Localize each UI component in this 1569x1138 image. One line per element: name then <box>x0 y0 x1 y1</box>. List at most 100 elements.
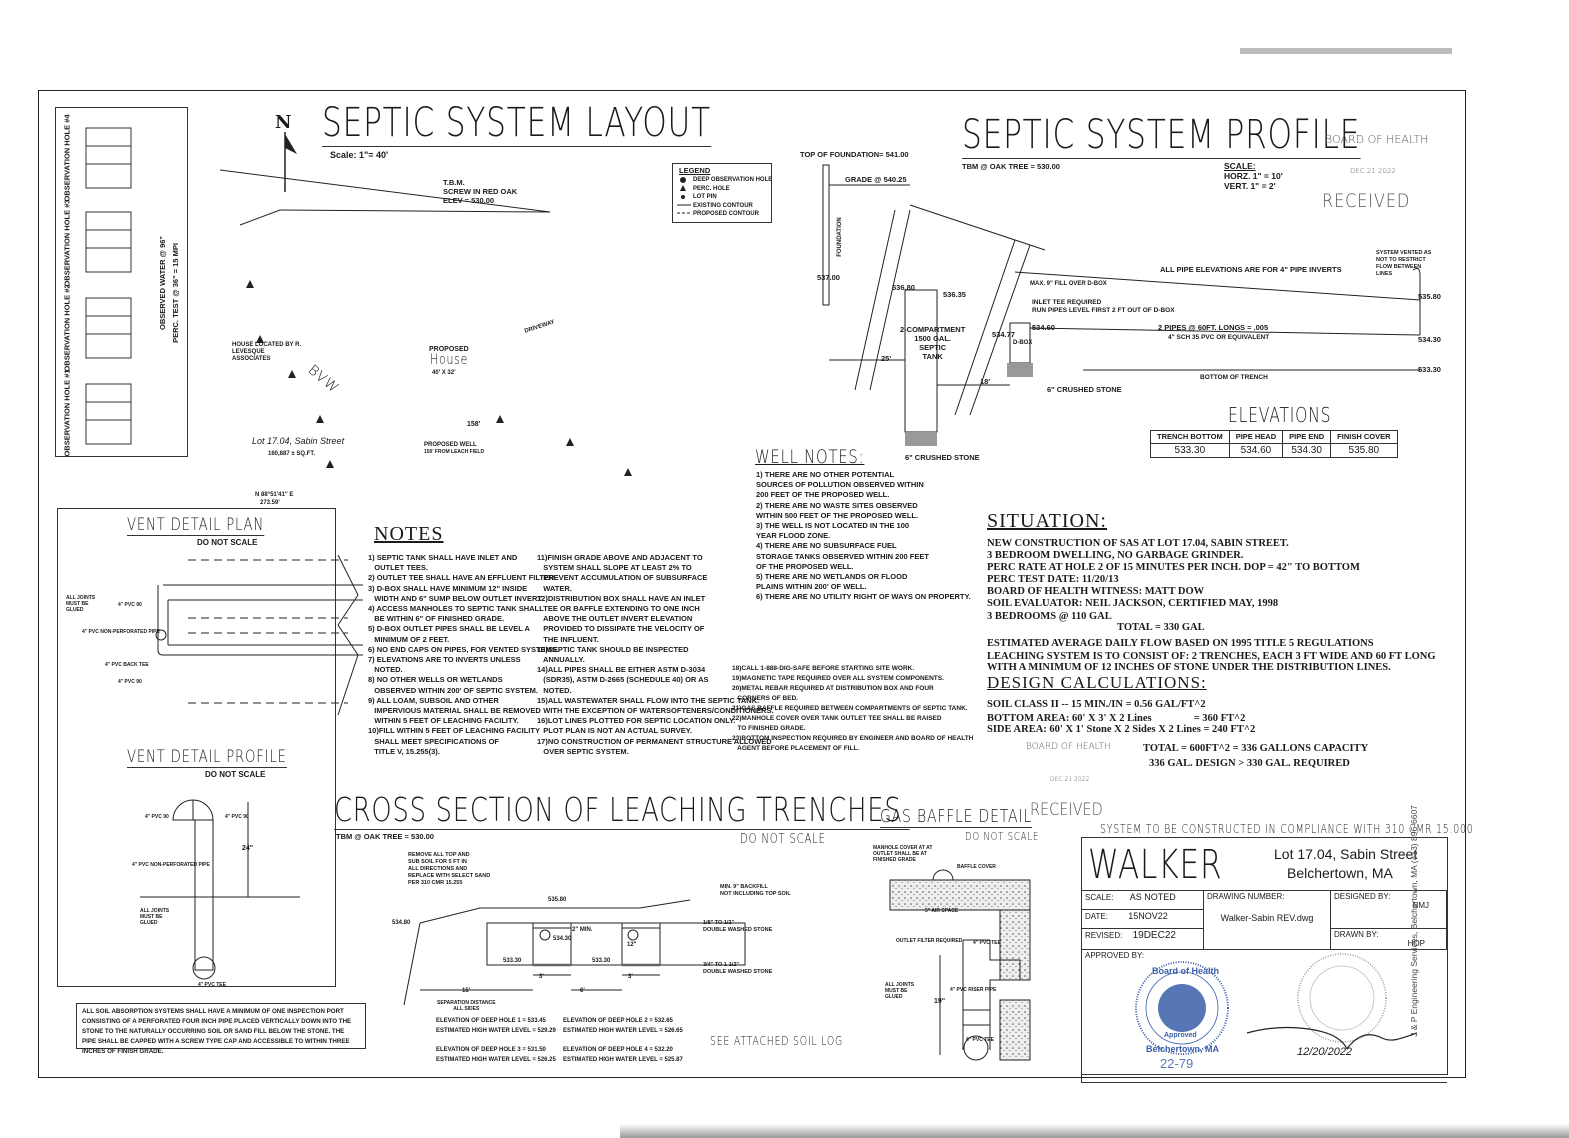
date-label: DATE: <box>1085 912 1108 921</box>
legend-perc-hole: PERC. HOLE <box>693 185 730 192</box>
drawing-number-label: DRAWING NUMBER: <box>1207 892 1285 901</box>
baffle-cover-label: BAFFLE COVER <box>957 864 996 870</box>
inspection-port-note: ALL SOIL ABSORPTION SYSTEMS SHALL HAVE A… <box>82 1008 352 1055</box>
value-pipe-end: 534.30 <box>1282 443 1332 458</box>
elevations-header-row: TRENCH BOTTOM PIPE HEAD PIPE END FINISH … <box>1150 430 1398 444</box>
situation-lines: NEW CONSTRUCTION OF SAS AT LOT 17.04, SA… <box>987 538 1360 610</box>
stone-note-1: 1/8" TO 1/2" DOUBLE WASHED STONE <box>703 920 773 933</box>
bearing-bottom: N 88°51'41" E <box>255 492 294 498</box>
note-item: 22)MANHOLE COVER OVER TANK OUTLET TEE SH… <box>732 715 942 732</box>
vent-profile-label: 4" PVC TEE <box>198 982 226 988</box>
elev-bottom-2: 533.30 <box>592 958 611 964</box>
layout-scale: Scale: 1"= 40' <box>330 150 389 160</box>
well-note-item: 4) THERE ARE NO SUBSURFACE FUEL STORAGE … <box>756 541 929 571</box>
dbox-crushed-stone: 6" CRUSHED STONE <box>1047 385 1122 394</box>
soil-class-line: SOIL CLASS II -- 15 MIN./IN = 0.56 GAL/F… <box>987 699 1206 710</box>
legend-deep-hole: DEEP OBSERVATION HOLE <box>693 177 773 183</box>
foundation-label: FOUNDATION <box>836 217 843 257</box>
trench-cross-section-drawing <box>403 899 746 1006</box>
vent-plan-joints-label: ALL JOINTS MUST BE GLUED <box>66 595 96 613</box>
vent-profile-dim: 24" <box>242 845 254 852</box>
scale-value: AS NOTED <box>1129 892 1176 902</box>
pipes-note: 2 PIPES @ 60ft. LONG <box>1158 323 1241 332</box>
vent-plan-label: 4" PVC 90 <box>118 602 142 608</box>
note-item: 21)GAS BAFFLE REQUIRED BETWEEN COMPARTME… <box>732 705 968 712</box>
date-value: 15NOV22 <box>1128 911 1168 921</box>
slope-note: S = .005 <box>1240 323 1269 332</box>
design-check-line: 336 GAL. DESIGN > 330 GAL. REQUIRED <box>1149 758 1350 769</box>
tbm-label-1: T.B.M. <box>443 178 465 187</box>
septic-tank-label: 2-COMPARTMENT 1500 GAL. SEPTIC TANK <box>900 325 966 361</box>
situation-line: PERC RATE AT HOLE 2 OF 15 MINUTES PER IN… <box>987 562 1360 573</box>
bedrooms-line: 3 BEDROOMS @ 110 GAL <box>987 611 1112 622</box>
title-block: WALKER Lot 17.04, Sabin Street Belcherto… <box>1081 837 1448 1083</box>
vent-profile-label: 4" PVC NON-PERFORATED PIPE <box>132 862 210 868</box>
note-item: 18)CALL 1-888-DIG-SAFE BEFORE STARTING S… <box>732 665 915 672</box>
designed-by-value: NMJ <box>1412 901 1429 910</box>
elevations-table: TRENCH BOTTOM PIPE HEAD PIPE END FINISH … <box>1150 430 1398 458</box>
end-elev-finish: 535.80 <box>1418 292 1441 301</box>
received-stamp: RECEIVED <box>1322 190 1411 212</box>
well-note-item: 3) THE WELL IS NOT LOCATED IN THE 100 YE… <box>756 521 910 541</box>
legend-box: LEGEND DEEP OBSERVATION HOLE PERC. HOLE … <box>672 163 772 223</box>
baffle-dim: 19" <box>934 998 946 1005</box>
title-block-table: SCALE: AS NOTED DRAWING NUMBER:Walker-Sa… <box>1081 890 1447 1083</box>
situation-line: 3 BEDROOM DWELLING, NO GARBAGE GRINDER. <box>987 550 1244 561</box>
run-pipes-note: RUN PIPES LEVEL FIRST 2 FT OUT OF D-BOX <box>1032 307 1175 314</box>
profile-tbm: TBM @ OAK TREE = 530.00 <box>962 162 1060 171</box>
stamp-date: DEC 21 2022 <box>1350 167 1396 175</box>
house-label: House <box>430 352 469 368</box>
dist-18: 18' <box>980 377 991 386</box>
engineer-seal <box>1297 953 1387 1043</box>
vent-detail-panel <box>57 508 336 987</box>
note-item: 12)DISTRIBUTION BOX SHALL HAVE AN INLET … <box>537 593 706 644</box>
all-pipe-note: ALL PIPE ELEVATIONS ARE FOR 4" PIPE INVE… <box>1160 265 1342 274</box>
note-item: 4) ACCESS MANHOLES TO SEPTIC TANK SHALL … <box>368 604 544 624</box>
note-item: 11)FINISH GRADE ABOVE AND ADJACENT TO SY… <box>537 553 708 593</box>
max-fill-note: MAX. 9" FILL OVER D-BOX <box>1030 281 1107 287</box>
profile-title: SEPTIC SYSTEM PROFILE <box>962 112 1361 159</box>
situation-line: BOARD OF HEALTH WITNESS: MATT DOW <box>987 586 1205 597</box>
profile-scale-vert: VERT. 1" = 2' <box>1224 181 1276 191</box>
note-item: 13)SEPTIC TANK SHOULD BE INSPECTED ANNUA… <box>537 644 689 665</box>
firm-credit: J & P Engineering Services, Belchertown,… <box>1408 805 1419 1037</box>
tank-crushed-stone: 6" CRUSHED STONE <box>905 453 980 462</box>
deep-hole-4: ELEVATION OF DEEP HOLE 4 = 532.20 ESTIMA… <box>563 1047 683 1063</box>
deep-hole-3: ELEVATION OF DEEP HOLE 3 = 531.50 ESTIMA… <box>436 1047 556 1063</box>
inlet-tee-note: INLET TEE REQUIRED <box>1032 299 1102 306</box>
situation-title: SITUATION: <box>987 510 1107 532</box>
scan-edge-bottom <box>620 1124 1569 1138</box>
well-distance: 158' <box>467 421 481 428</box>
vent-profile-label: 4" PVC 90 <box>225 814 249 820</box>
location-line-2: Belchertown, MA <box>1287 865 1393 881</box>
top-of-foundation: TOP OF FOUNDATION= 541.00 <box>800 150 909 159</box>
pvc-tee-bottom-label: 4" PVC TEE <box>966 1037 994 1043</box>
end-elev-trench: 533.30 <box>1418 365 1441 374</box>
vent-profile-joints: ALL JOINTS MUST BE GLUED <box>140 908 170 926</box>
designed-by-label: DESIGNED BY: <box>1334 892 1391 901</box>
dim-width-1: 3' <box>539 974 544 980</box>
compliance-note: SYSTEM TO BE CONSTRUCTED IN COMPLIANCE W… <box>1100 822 1474 836</box>
note-item: 3) D-BOX SHALL HAVE MINIMUM 12" INSIDE W… <box>368 583 544 603</box>
vent-profile-dns: DO NOT SCALE <box>205 770 266 779</box>
house-located-note: HOUSE LOCATED BY R. LEVESQUE ASSOCIATES <box>232 342 302 362</box>
vent-plan-label: 4" PVC NON-PERFORATED PIPE <box>82 629 160 635</box>
remove-soil-note: REMOVE ALL TOP AND SUB SOIL FOR 5 FT IN … <box>408 852 491 886</box>
cross-section-title: CROSS SECTION OF LEACHING TRENCHES <box>334 790 910 830</box>
drawn-by-label: DRAWN BY: <box>1334 930 1379 939</box>
note-item: 16)LOT LINES PLOTTED FOR SEPTIC LOCATION… <box>537 716 736 736</box>
elev-left: 534.80 <box>392 920 411 926</box>
note-item: 5) D-BOX OUTLET PIPES SHALL BE LEVEL A M… <box>368 624 530 644</box>
lot-label: Lot 17.04, Sabin Street <box>252 436 345 446</box>
board-of-health-seal <box>1135 961 1229 1055</box>
vent-profile-title: VENT DETAIL PROFILE <box>127 747 287 768</box>
legend-lot-pin: LOT PIN <box>693 194 717 200</box>
stamp-date-2: DEC 21 2022 <box>1050 776 1090 783</box>
situation-line: PERC TEST DATE: 11/20/13 <box>987 574 1119 585</box>
vent-plan-drawing <box>155 554 363 716</box>
revised-label: REVISED: <box>1085 931 1123 940</box>
tbm-label-2: SCREW IN RED OAK <box>443 187 518 196</box>
vent-profile-drawing <box>140 799 300 980</box>
pvc-tee-label: 4" PVC TEE <box>973 940 1001 946</box>
well-notes-list: 1) THERE ARE NO OTHER POTENTIAL SOURCES … <box>756 470 971 603</box>
